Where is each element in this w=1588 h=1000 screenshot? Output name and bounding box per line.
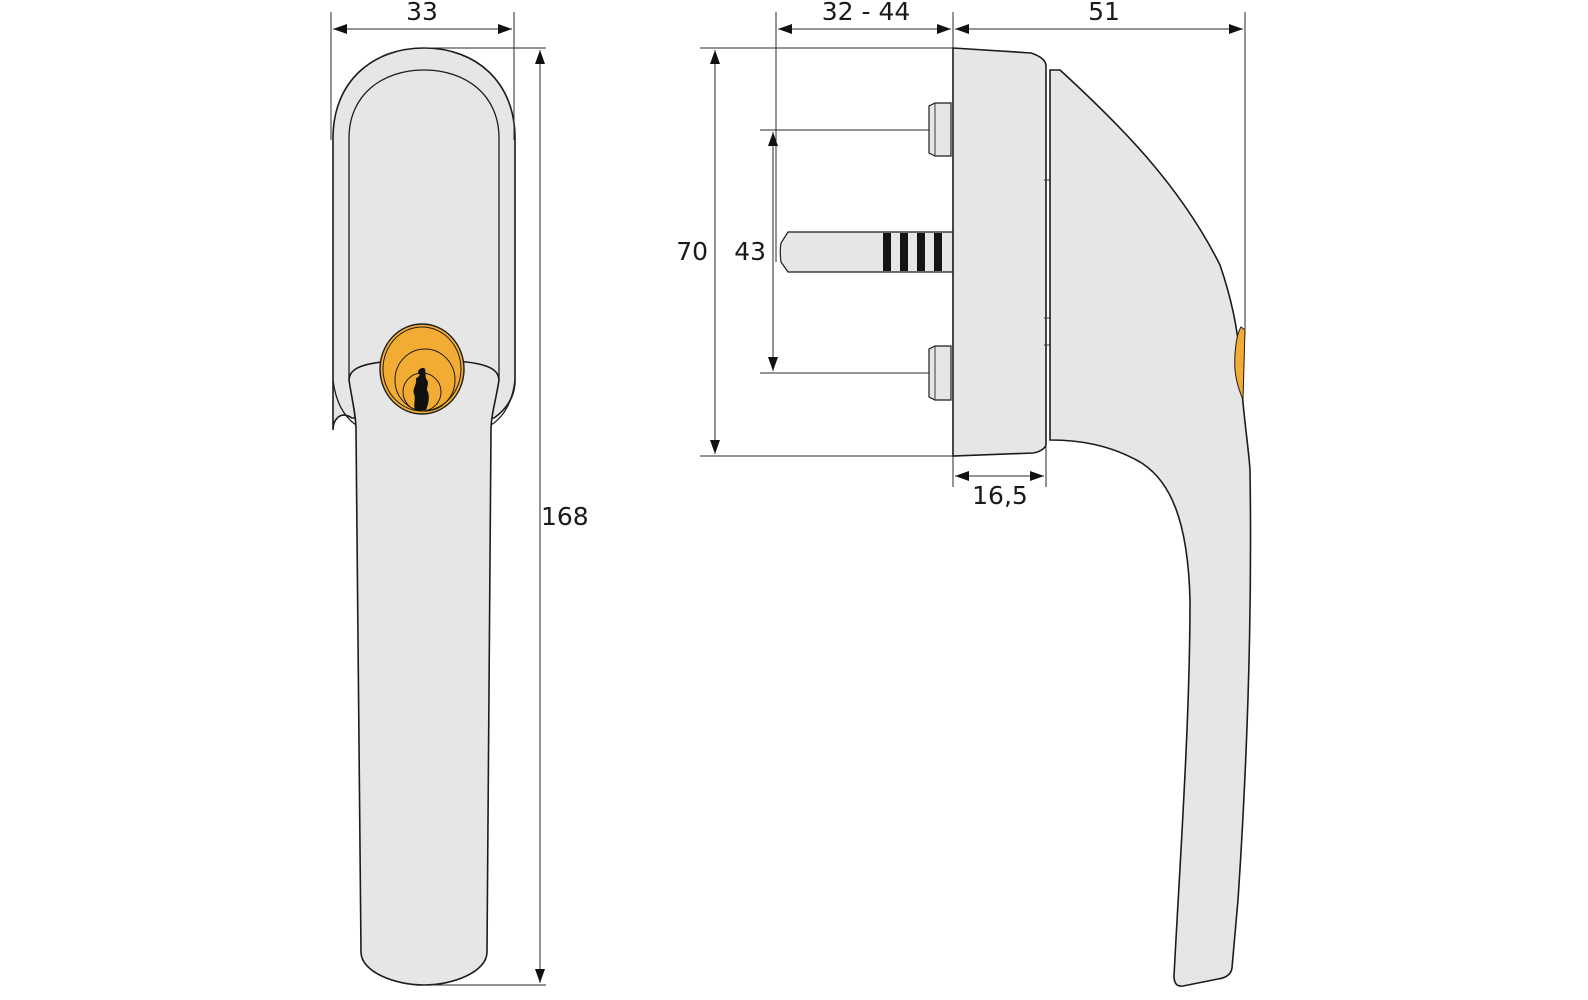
spindle-length-label: 32 - 44 bbox=[822, 0, 911, 26]
front-rosette-inner bbox=[348, 69, 500, 380]
side-rosette bbox=[952, 47, 1047, 457]
rosette-depth-label: 16,5 bbox=[972, 481, 1028, 510]
side-lever bbox=[1049, 69, 1252, 987]
lower-screw bbox=[928, 345, 952, 401]
front-rosette bbox=[332, 47, 516, 431]
lock-cylinder-icon bbox=[379, 323, 465, 415]
side-view: 32 - 44 51 70 43 16,5 bbox=[676, 0, 1252, 987]
side-cylinder bbox=[1234, 326, 1246, 401]
width-dimension-label: 33 bbox=[406, 0, 438, 26]
projection-label: 51 bbox=[1088, 0, 1120, 26]
square-spindle bbox=[779, 231, 954, 273]
front-lever bbox=[348, 359, 500, 986]
rosette-height-label: 70 bbox=[676, 237, 708, 266]
height-dimension-label: 168 bbox=[541, 502, 589, 531]
upper-screw bbox=[928, 102, 952, 157]
spindle-markings bbox=[883, 233, 942, 271]
front-view: 33 168 bbox=[330, 0, 589, 986]
keyway-icon bbox=[413, 367, 429, 411]
screw-spacing-label: 43 bbox=[734, 237, 766, 266]
